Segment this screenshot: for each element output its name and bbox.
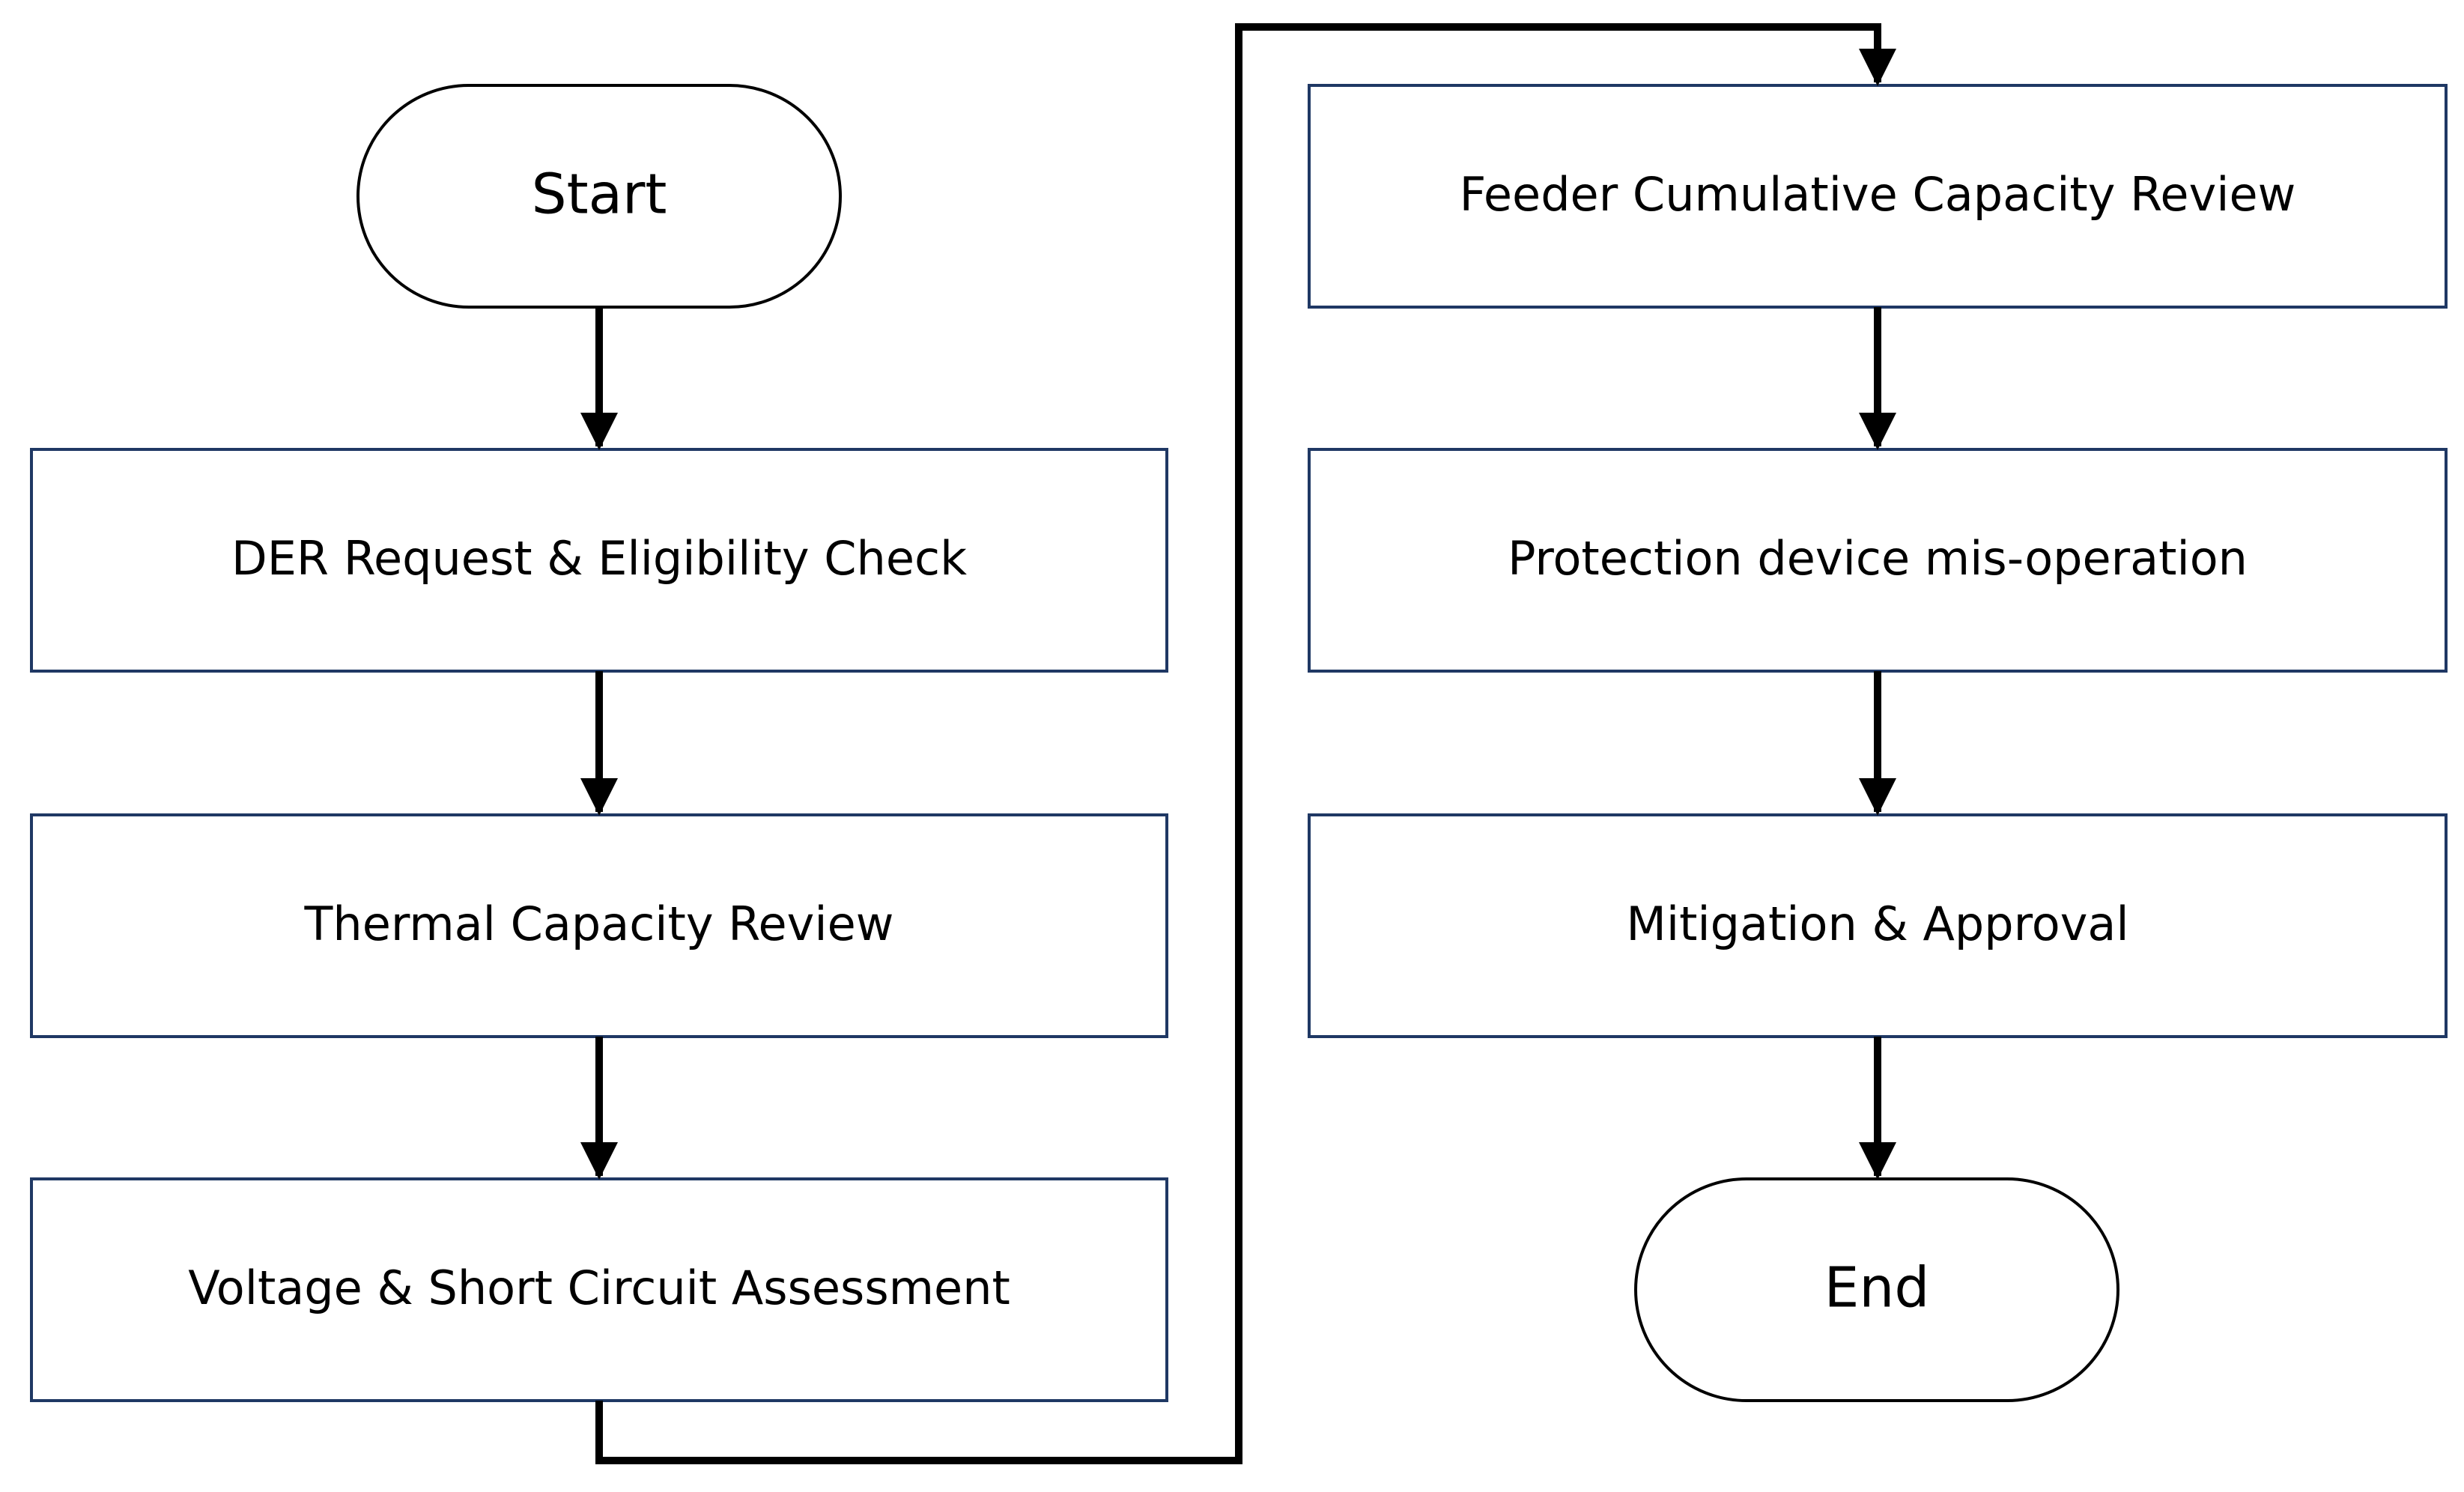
start-node: Start	[356, 84, 842, 309]
step-feeder-cumulative-label: Feeder Cumulative Capacity Review	[1460, 167, 2296, 222]
step-protection-device: Protection device mis-operation	[1308, 448, 2448, 673]
step-feeder-cumulative: Feeder Cumulative Capacity Review	[1308, 84, 2448, 309]
start-label: Start	[532, 163, 667, 227]
step-der-request: DER Request & Eligibility Check	[30, 448, 1168, 673]
step-voltage-short-circuit: Voltage & Short Circuit Assessment	[30, 1177, 1168, 1402]
step-thermal-capacity-label: Thermal Capacity Review	[304, 897, 894, 951]
end-node: End	[1634, 1177, 2119, 1402]
step-mitigation-approval-label: Mitigation & Approval	[1626, 897, 2128, 951]
arrow-voltage-to-feeder	[595, 23, 1896, 1464]
step-der-request-label: DER Request & Eligibility Check	[231, 531, 967, 586]
step-voltage-short-circuit-label: Voltage & Short Circuit Assessment	[188, 1261, 1010, 1315]
step-mitigation-approval: Mitigation & Approval	[1308, 813, 2448, 1038]
step-thermal-capacity: Thermal Capacity Review	[30, 813, 1168, 1038]
step-protection-device-label: Protection device mis-operation	[1508, 531, 2248, 586]
end-label: End	[1824, 1256, 1930, 1320]
